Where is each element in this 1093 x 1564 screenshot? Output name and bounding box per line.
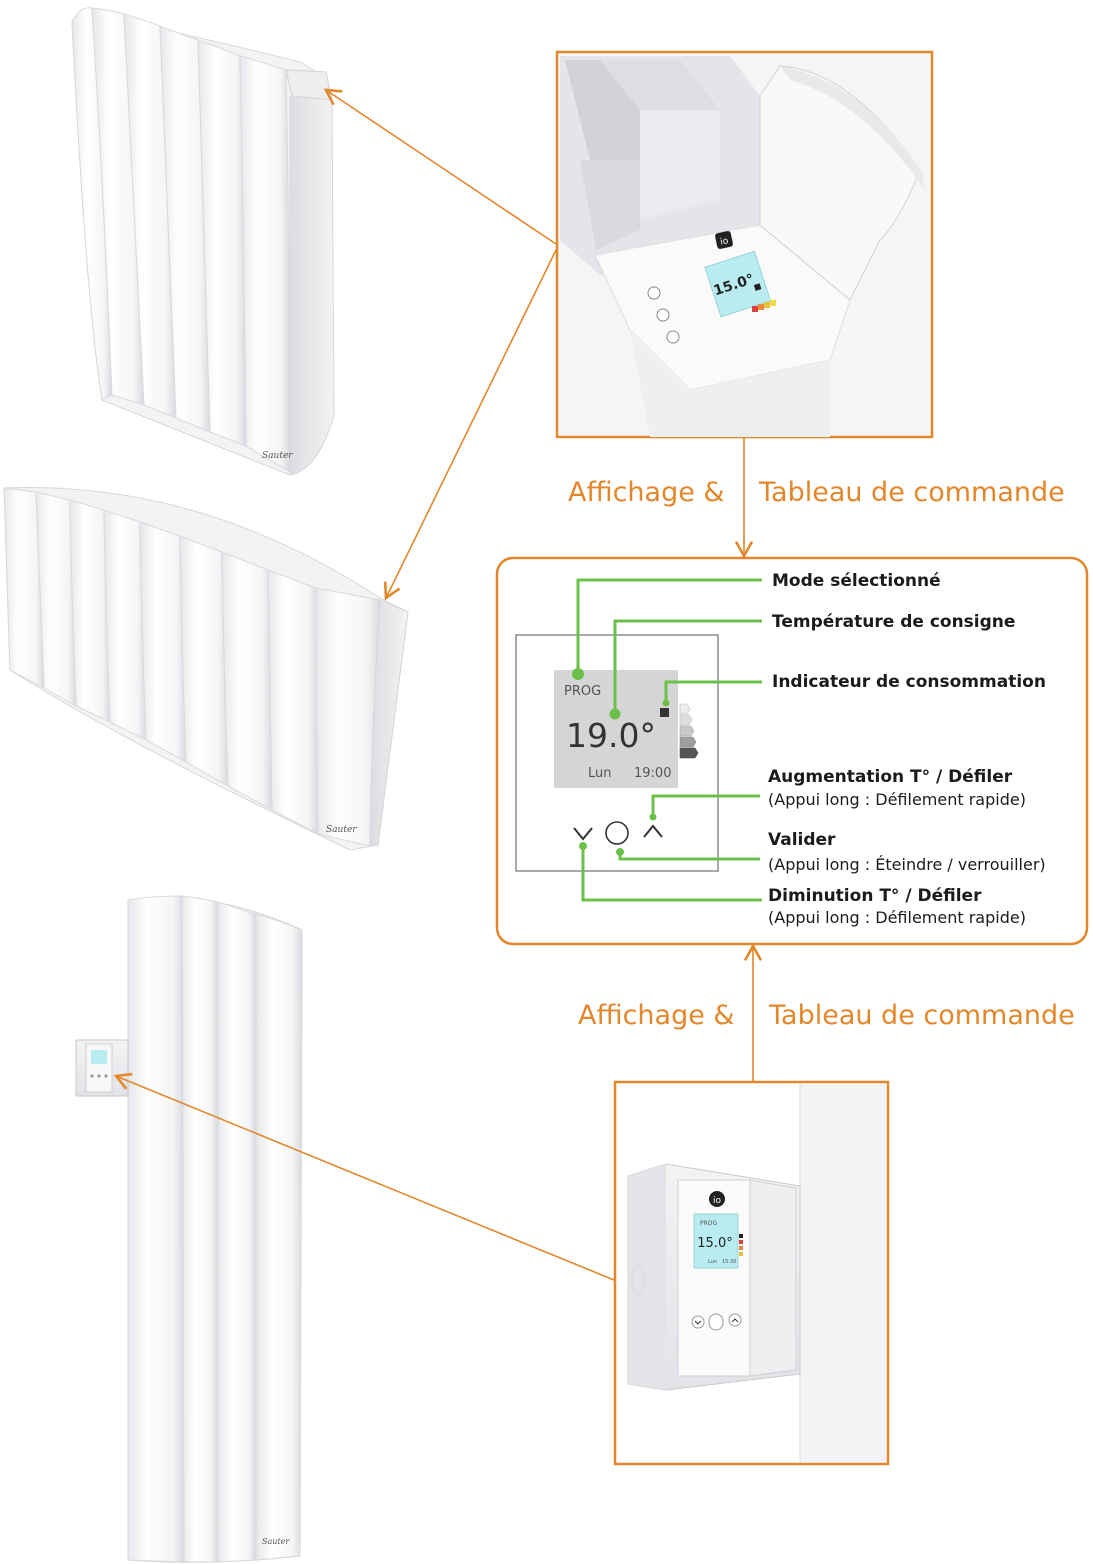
radiator-middle-left: Sauter <box>3 487 409 851</box>
connector-arrows <box>113 88 763 1281</box>
callout-increase: Augmentation T° / Défiler <box>768 767 1013 787</box>
inset-top-control: io 15.0° <box>555 50 934 439</box>
io-logo-top: io <box>719 236 729 248</box>
lcd-time: 19:00 <box>634 766 672 781</box>
validate-button-icon[interactable] <box>605 821 629 845</box>
caption-bottom-control: Tableau de commande <box>769 1000 1075 1031</box>
io-logo-bottom: io <box>713 1196 722 1206</box>
callout-decrease-long: (Appui long : Défilement rapide) <box>768 908 1026 927</box>
lcd-temperature: 19.0° <box>566 716 656 755</box>
bottom-inset-time: 15:30 <box>722 1259 736 1265</box>
caption-bottom-display: Affichage & <box>578 1000 735 1031</box>
chevron-down-icon[interactable] <box>573 827 593 841</box>
callout-validate-long: (Appui long : Éteindre / verrouiller) <box>768 855 1046 874</box>
lcd-day: Lun <box>588 766 612 781</box>
callout-decrease: Diminution T° / Défiler <box>768 886 982 906</box>
radiator-bottom-left: Sauter <box>75 895 303 1563</box>
callout-setpoint: Température de consigne <box>772 612 1016 632</box>
consumption-square <box>660 708 669 717</box>
callout-lines <box>576 578 762 902</box>
callout-validate: Valider <box>768 830 836 850</box>
bottom-inset-temperature: 15.0° <box>697 1236 732 1251</box>
callout-consumption: Indicateur de consommation <box>772 672 1046 692</box>
chevron-up-icon[interactable] <box>643 824 663 838</box>
lcd-mode: PROG <box>564 684 602 699</box>
bottom-inset-mode: PROG <box>700 1220 718 1227</box>
callout-increase-long: (Appui long : Défilement rapide) <box>768 790 1026 809</box>
bottom-inset-day: Lun <box>708 1259 717 1265</box>
radiator-brand-1: Sauter <box>262 451 293 461</box>
inset-bottom-control: io PROG 15.0° Lun 15:30 <box>613 1080 890 1466</box>
schematic-panel <box>495 556 1089 946</box>
radiator-brand-3: Sauter <box>262 1537 290 1546</box>
callout-mode: Mode sélectionné <box>772 571 941 591</box>
radiator-top-left: Sauter <box>71 7 335 476</box>
caption-top-display: Affichage & <box>568 477 725 508</box>
radiator-brand-2: Sauter <box>326 825 357 835</box>
caption-top-control: Tableau de commande <box>759 477 1065 508</box>
